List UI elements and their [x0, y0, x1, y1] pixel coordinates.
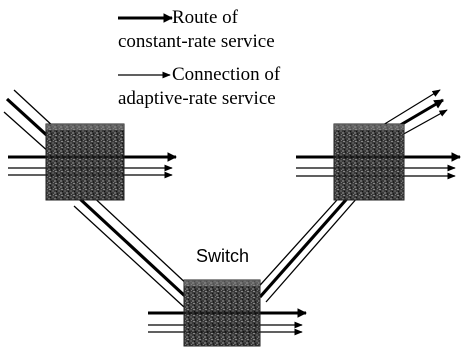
left-switch-lines — [8, 152, 177, 179]
bottom-switch-lines — [148, 308, 307, 336]
pass-through-lines — [46, 155, 404, 333]
switch-right — [333, 123, 405, 201]
legend-thick-label-line2: constant-rate service — [118, 31, 275, 52]
link-bottom-to-right — [252, 189, 359, 303]
incoming-bundle-left — [3, 89, 56, 154]
switch-left — [45, 123, 125, 201]
link-left-to-bottom — [73, 191, 191, 308]
legend-thin-label-line1: Connection of — [172, 64, 281, 85]
switch-label: Switch — [196, 246, 250, 266]
right-switch-lines — [296, 152, 461, 180]
legend-thin-label-line2: adaptive-rate service — [118, 88, 276, 109]
legend-thick-label-line1: Route of — [172, 7, 238, 28]
